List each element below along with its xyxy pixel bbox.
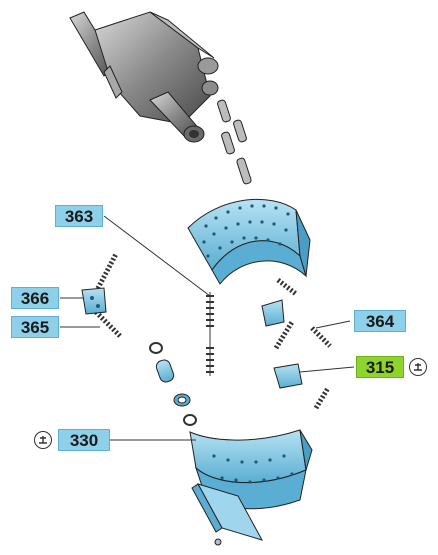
anchor-pin-rollers — [149, 342, 197, 426]
callout-330[interactable]: 330 — [58, 429, 110, 451]
repair-kit-icon — [34, 431, 52, 449]
return-spring-upper — [93, 252, 119, 294]
lower-brake-shoe — [189, 429, 313, 546]
callout-363[interactable]: 363 — [55, 205, 103, 227]
brake-actuator-assembly — [69, 11, 252, 185]
spring-clip-315 — [273, 363, 303, 389]
return-spring-lower — [94, 310, 122, 338]
callout-315[interactable]: 315 — [356, 356, 404, 378]
spring-clip-upper — [261, 299, 285, 327]
leader-lines — [60, 215, 355, 441]
callout-364[interactable]: 364 — [354, 310, 406, 332]
spring-clip-366 — [81, 287, 107, 315]
return-spring-long — [206, 292, 214, 376]
repair-kit-icon — [409, 358, 427, 376]
small-springs — [273, 278, 332, 410]
callout-366[interactable]: 366 — [11, 287, 59, 309]
upper-brake-shoe — [187, 198, 311, 285]
callout-365[interactable]: 365 — [11, 316, 59, 338]
